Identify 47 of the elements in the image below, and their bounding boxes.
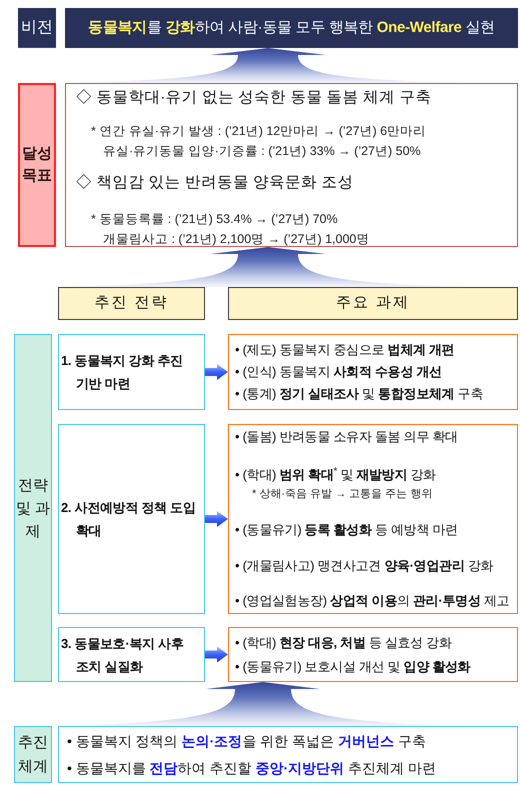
task-panel [228,334,518,410]
goal-indicator: * 연간 유실·유기 발생 : (’21년) 12만마리 → (’27년) 6만마리 [90,123,426,140]
column-header-panel [228,287,518,320]
vision-label-panel [18,8,56,48]
task-item: • (학대) 현장 대응, 처벌 등 실효성 강화 [235,634,452,652]
task-note: * 상해·죽음 유발 → 고통을 주는 행위 [251,487,432,502]
strategy-title: 3. 동물보호·복지 사후 조치 실질화 [61,634,184,676]
goal-heading: ◇ 책임감 있는 반려동물 양육문화 조성 [76,173,354,193]
section-label: 전략 및 과제 [16,476,50,542]
arrow [205,646,228,662]
column-header: 주요 과제 [336,293,410,314]
strategy-panel [58,627,205,682]
arrow [205,364,228,380]
strategy-title: 2. 사전예방적 정책 도입 확대 [61,499,196,540]
task-item: • (통계) 정기 실태조사 및 통합정보체계 구축 [235,385,484,403]
section-label: 비전 [21,18,53,38]
task-item: • (학대) 범위 확대$^{*}$ 및 재발방지 강화 [235,465,436,484]
governance-item: • 동물복지 정책의 논의·조정을 위한 폭넓은 거버넌스 구축 [67,732,426,751]
task-panel [228,424,518,614]
vision-banner [65,8,518,48]
vision-statement: 동물복지를 강화하여 사람·동물 모두 행복한 One-Welfare 실현 [88,18,495,38]
task-item: • (영업실험농장) 상업적 이용의 관리·투명성 제고 [235,592,510,610]
goal-indicator: 유실·유기동물 입양·기증률 : (’21년) 33% → (’27년) 50% [102,143,421,160]
arrow [205,511,228,527]
strategy-title: 1. 동물복지 강화 추진 기반 마련 [61,352,184,393]
task-item: • (인식) 동물복지 사회적 수용성 개선 [235,363,442,381]
goal-heading: ◇ 동물학대·유기 없는 성숙한 동물 돌봄 체계 구축 [76,88,432,108]
task-item: • (돌봄) 반려동물 소유자 돌봄 의무 확대 [235,428,458,446]
governance-label-panel [14,726,52,783]
goals-panel [65,83,518,247]
strategy-label-panel [14,334,52,682]
column-header-panel [58,287,205,320]
section-label: 추진체계 [17,732,49,776]
task-item: • (동물유기) 등록 활성화 등 예방책 마련 [235,521,458,539]
section-label: 달성목표 [21,144,53,186]
task-item: • (개물림사고) 맹견사고견 양육·영업관리 강화 [235,557,494,575]
task-panel [228,627,518,682]
goal-indicator: 개물림사고 : (’21년) 2,100명 → (’27년) 1,000명 [102,231,370,248]
task-item: • (제도) 동물복지 중심으로 법체계 개편 [235,341,454,359]
goal-indicator: * 동물등록률 : (’21년) 53.4% → (’27년) 70% [90,211,338,228]
governance-panel [58,726,518,783]
task-item: • (동물유기) 보호시설 개선 및 입양 활성화 [235,658,470,676]
goals-label-panel [18,83,56,247]
strategy-panel [58,424,205,614]
strategy-panel [58,334,205,410]
governance-item: • 동물복지를 전담하여 추진할 중앙·지방단위 추진체계 마련 [67,759,436,778]
column-header: 추진 전략 [94,293,169,314]
